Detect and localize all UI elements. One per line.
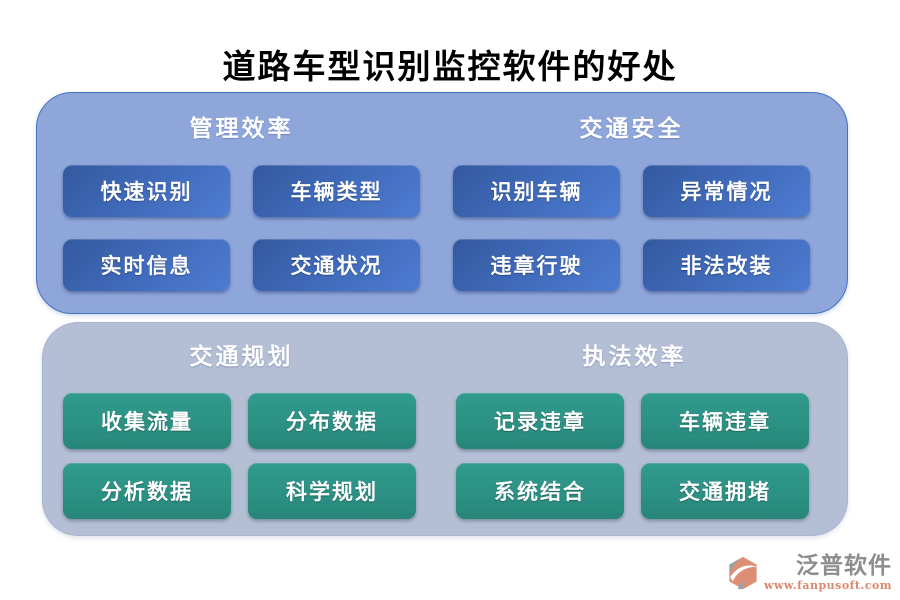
benefit-item: 车辆类型	[253, 165, 420, 217]
fanpu-logo-icon	[729, 556, 757, 589]
section-header: 交通安全	[579, 115, 684, 142]
benefit-item: 分布数据	[248, 393, 416, 449]
benefit-item: 收集流量	[63, 393, 231, 449]
section-law-enforcement-efficiency: 执法效率 记录违章 车辆违章 系统结合 交通拥堵	[456, 337, 813, 519]
panel-top-benefits: 管理效率 快速识别 车辆类型 实时信息 交通状况 交通安全 识别车辆 异常情况 …	[36, 92, 848, 314]
button-grid: 记录违章 车辆违章 系统结合 交通拥堵	[456, 393, 813, 519]
button-grid: 快速识别 车辆类型 实时信息 交通状况	[63, 165, 420, 291]
section-header: 执法效率	[582, 343, 687, 370]
section-header: 管理效率	[189, 115, 294, 142]
section-traffic-safety: 交通安全 识别车辆 异常情况 违章行驶 非法改装	[453, 109, 810, 291]
brand-name: 泛普软件	[796, 551, 892, 579]
button-grid: 收集流量 分布数据 分析数据 科学规划	[63, 393, 420, 519]
benefit-item: 记录违章	[456, 393, 624, 449]
section-traffic-planning: 交通规划 收集流量 分布数据 分析数据 科学规划	[63, 337, 420, 519]
section-management-efficiency: 管理效率 快速识别 车辆类型 实时信息 交通状况	[63, 109, 420, 291]
benefit-item: 快速识别	[63, 165, 230, 217]
benefit-item: 系统结合	[456, 463, 624, 519]
benefit-item: 异常情况	[643, 165, 810, 217]
benefit-item: 违章行驶	[453, 239, 620, 291]
benefit-item: 分析数据	[63, 463, 231, 519]
page-title: 道路车型识别监控软件的好处	[222, 47, 678, 86]
brand-url: www.fanpusoft.com	[763, 579, 892, 592]
brand-text-block: 泛普软件 www.fanpusoft.com	[763, 551, 892, 592]
button-grid: 识别车辆 异常情况 违章行驶 非法改装	[453, 165, 810, 291]
benefit-item: 交通状况	[253, 239, 420, 291]
benefit-item: 科学规划	[248, 463, 416, 519]
benefit-item: 车辆违章	[641, 393, 809, 449]
benefit-item: 实时信息	[63, 239, 230, 291]
panel-bottom-benefits: 交通规划 收集流量 分布数据 分析数据 科学规划 执法效率 记录违章 车辆违章 …	[42, 322, 848, 536]
benefit-item: 非法改装	[643, 239, 810, 291]
brand-footer: 泛普软件 www.fanpusoft.com	[726, 551, 892, 592]
benefit-item: 识别车辆	[453, 165, 620, 217]
benefit-item: 交通拥堵	[641, 463, 809, 519]
section-header: 交通规划	[189, 343, 294, 370]
